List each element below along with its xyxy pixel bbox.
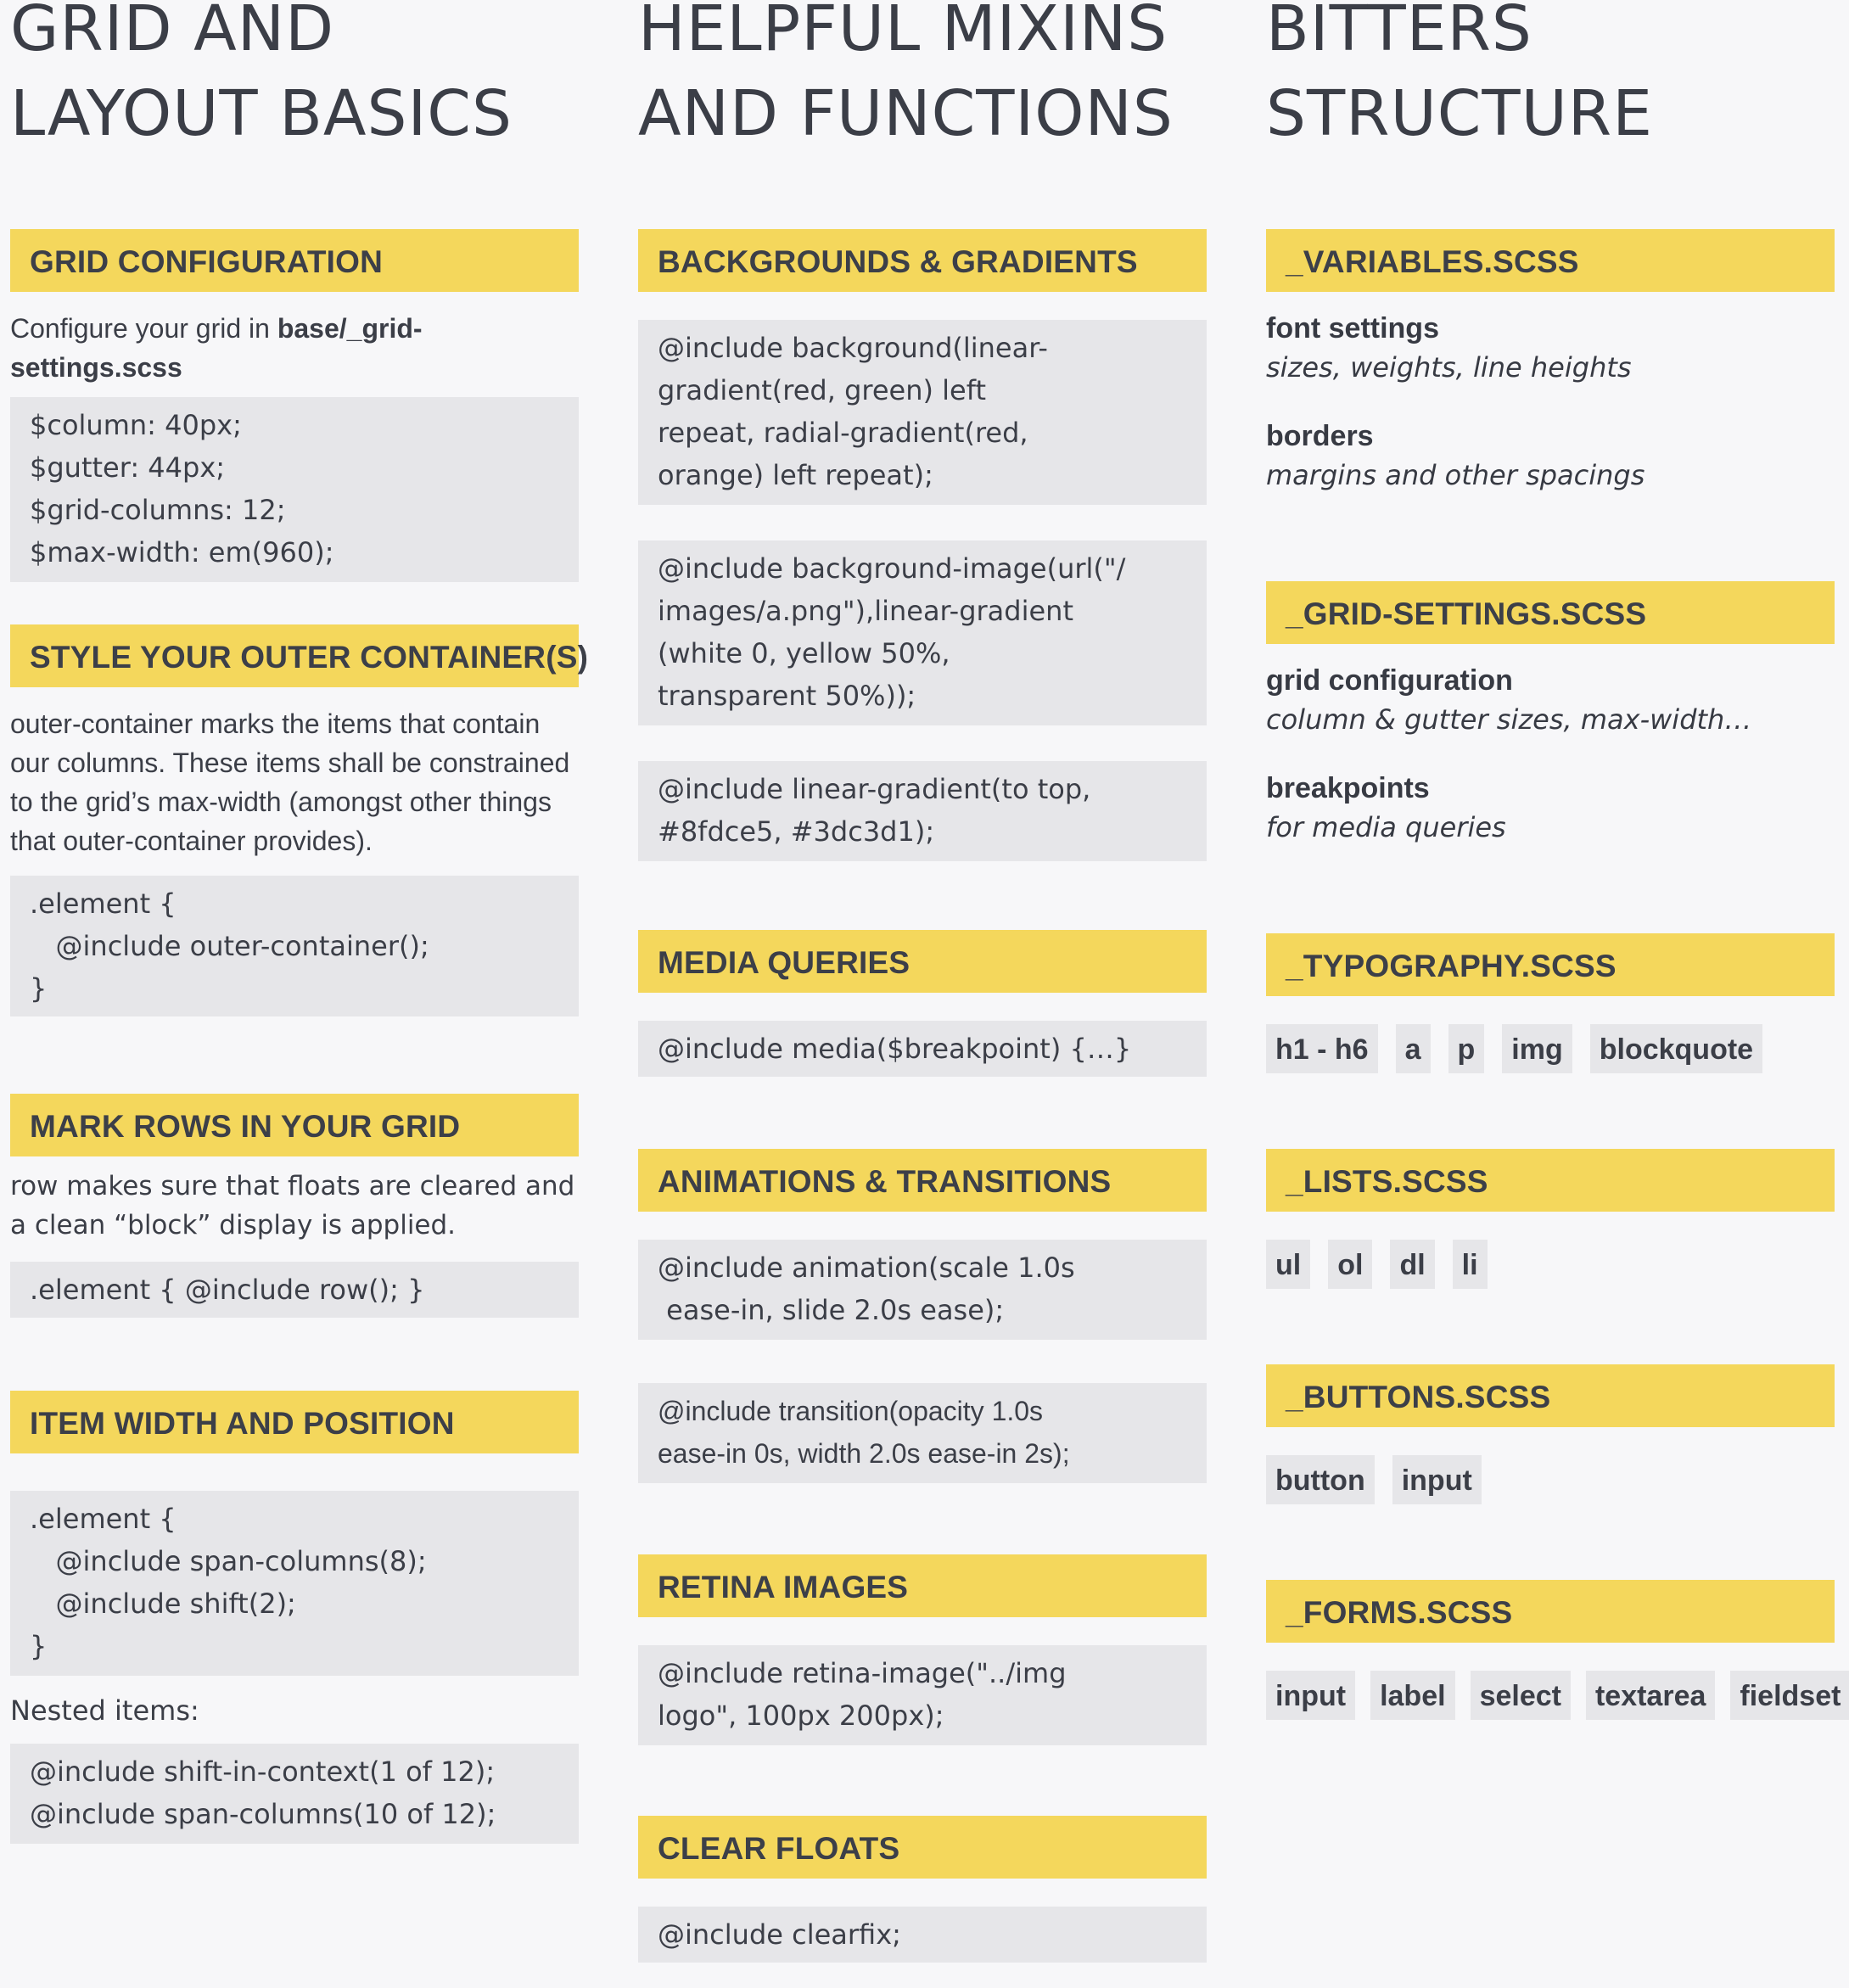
section-animations: ANIMATIONS & TRANSITIONS @include animat… [638, 1149, 1207, 1483]
section-heading: CLEAR FLOATS [638, 1816, 1207, 1879]
file-entry-description: margins and other spacings [1266, 459, 1645, 491]
section-heading: _TYPOGRAPHY.SCSS [1266, 933, 1835, 996]
tag-list: h1 - h6 a p img blockquote [1266, 1024, 1835, 1073]
code-block: .element { @include row(); } [10, 1262, 579, 1318]
section-clear-floats: CLEAR FLOATS @include clearfix; [638, 1816, 1207, 1963]
section-backgrounds: BACKGROUNDS & GRADIENTS @include backgro… [638, 229, 1207, 861]
file-entry: font settings sizes, weights, line heigh… [1266, 309, 1835, 387]
section-heading: _FORMS.SCSS [1266, 1580, 1835, 1643]
code-block: @include transition(opacity 1.0s ease-in… [638, 1383, 1207, 1483]
section-retina-images: RETINA IMAGES @include retina-image("../… [638, 1554, 1207, 1745]
tag-list: input label select textarea fieldset [1266, 1671, 1849, 1720]
code-block: @include background(linear- gradient(red… [638, 320, 1207, 505]
file-entry-description: sizes, weights, line heights [1266, 351, 1632, 384]
tag-button: button [1266, 1455, 1375, 1504]
section-media-queries: MEDIA QUERIES @include media($breakpoint… [638, 930, 1207, 1077]
intro-file: base/_grid-settings.scss [10, 313, 423, 383]
section-heading: BACKGROUNDS & GRADIENTS [638, 229, 1207, 292]
section-heading: _VARIABLES.SCSS [1266, 229, 1835, 292]
section-heading: STYLE YOUR OUTER CONTAINER(S) [10, 624, 588, 687]
code-block: @include linear-gradient(to top, #8fdce5… [638, 761, 1207, 861]
file-entry-description: for media queries [1266, 811, 1506, 843]
file-entry: borders margins and other spacings [1266, 417, 1835, 495]
section-heading: _GRID-SETTINGS.SCSS [1266, 581, 1835, 644]
column-grid-layout: GRID AND LAYOUT BASICS GRID CONFIGURATIO… [10, 0, 588, 1844]
file-entry-description: column & gutter sizes, max-width… [1266, 703, 1752, 736]
code-block: .element { @include outer-container(); } [10, 876, 579, 1016]
tag-list: button input [1266, 1455, 1835, 1504]
tag-input: input [1392, 1455, 1482, 1504]
file-entry: breakpoints for media queries [1266, 769, 1835, 847]
section-heading: GRID CONFIGURATION [10, 229, 579, 292]
file-entry: grid configuration column & gutter sizes… [1266, 661, 1835, 739]
column-title-line1: GRID AND [10, 0, 335, 65]
section-grid-configuration: GRID CONFIGURATION Configure your grid i… [10, 229, 579, 582]
file-entry-label: breakpoints [1266, 772, 1430, 804]
code-block: @include retina-image("../img logo", 100… [638, 1645, 1207, 1745]
grid-config-intro: Configure your grid in base/_grid-settin… [10, 309, 579, 387]
column-title-line2: AND FUNCTIONS [638, 77, 1174, 150]
nested-items-label: Nested items: [10, 1694, 199, 1727]
tag-textarea: textarea [1585, 1671, 1716, 1720]
code-block: @include background-image(url("/ images/… [638, 540, 1207, 725]
column-mixins: HELPFUL MIXINS AND FUNCTIONS BACKGROUNDS… [638, 0, 1207, 1963]
section-heading: ANIMATIONS & TRANSITIONS [638, 1149, 1207, 1212]
section-lists: _LISTS.SCSS ul ol dl li [1266, 1149, 1835, 1289]
tag-input: input [1266, 1671, 1356, 1720]
tag-ul: ul [1266, 1240, 1311, 1289]
tag-blockquote: blockquote [1589, 1024, 1763, 1073]
column-title-line1: BITTERS [1266, 0, 1532, 65]
section-heading: _LISTS.SCSS [1266, 1149, 1835, 1212]
code-block: @include clearfix; [638, 1907, 1207, 1963]
column-title-line1: HELPFUL MIXINS [638, 0, 1168, 65]
file-entry-label: font settings [1266, 312, 1439, 344]
outer-container-description: outer-container marks the items that con… [10, 708, 570, 856]
tag-select: select [1470, 1671, 1571, 1720]
column-bitters: BITTERS STRUCTURE _VARIABLES.SCSS font s… [1266, 0, 1849, 1720]
tag-h1-h6: h1 - h6 [1266, 1024, 1378, 1073]
tag-dl: dl [1390, 1240, 1435, 1289]
tag-li: li [1452, 1240, 1488, 1289]
section-heading: _BUTTONS.SCSS [1266, 1364, 1835, 1427]
code-block: .element { @include span-columns(8); @in… [10, 1491, 579, 1676]
section-mark-rows: MARK ROWS IN YOUR GRID row makes sure th… [10, 1094, 579, 1318]
code-block: @include animation(scale 1.0s ease-in, s… [638, 1240, 1207, 1340]
file-entry-label: borders [1266, 420, 1374, 452]
section-heading: RETINA IMAGES [638, 1554, 1207, 1617]
section-buttons: _BUTTONS.SCSS button input [1266, 1364, 1835, 1504]
tag-list: ul ol dl li [1266, 1240, 1835, 1289]
section-forms: _FORMS.SCSS input label select textarea … [1266, 1580, 1849, 1720]
tag-p: p [1448, 1024, 1485, 1073]
section-grid-settings: _GRID-SETTINGS.SCSS grid configuration c… [1266, 581, 1835, 847]
rows-description: row makes sure that floats are cleared a… [10, 1171, 575, 1240]
tag-img: img [1502, 1024, 1572, 1073]
section-heading: MEDIA QUERIES [638, 930, 1207, 993]
section-variables: _VARIABLES.SCSS font settings sizes, wei… [1266, 229, 1835, 495]
section-typography: _TYPOGRAPHY.SCSS h1 - h6 a p img blockqu… [1266, 933, 1835, 1073]
code-block: @include shift-in-context(1 of 12); @inc… [10, 1744, 579, 1844]
column-title: BITTERS STRUCTURE [1266, 0, 1835, 190]
tag-fieldset: fieldset [1730, 1671, 1849, 1720]
column-title-line2: LAYOUT BASICS [10, 77, 513, 150]
section-item-width: ITEM WIDTH AND POSITION .element { @incl… [10, 1391, 579, 1844]
tag-label: label [1370, 1671, 1455, 1720]
intro-text: Configure your grid in [10, 313, 277, 344]
tag-ol: ol [1328, 1240, 1373, 1289]
section-heading: ITEM WIDTH AND POSITION [10, 1391, 579, 1453]
section-heading: MARK ROWS IN YOUR GRID [10, 1094, 579, 1156]
file-entry-label: grid configuration [1266, 664, 1513, 697]
section-outer-container: STYLE YOUR OUTER CONTAINER(S) outer-cont… [10, 624, 588, 1016]
tag-a: a [1395, 1024, 1431, 1073]
code-block: @include media($breakpoint) {…} [638, 1021, 1207, 1077]
code-block: $column: 40px; $gutter: 44px; $grid-colu… [10, 397, 579, 582]
column-title-line2: STRUCTURE [1266, 77, 1653, 150]
column-title: GRID AND LAYOUT BASICS [10, 0, 579, 190]
column-title: HELPFUL MIXINS AND FUNCTIONS [638, 0, 1207, 190]
